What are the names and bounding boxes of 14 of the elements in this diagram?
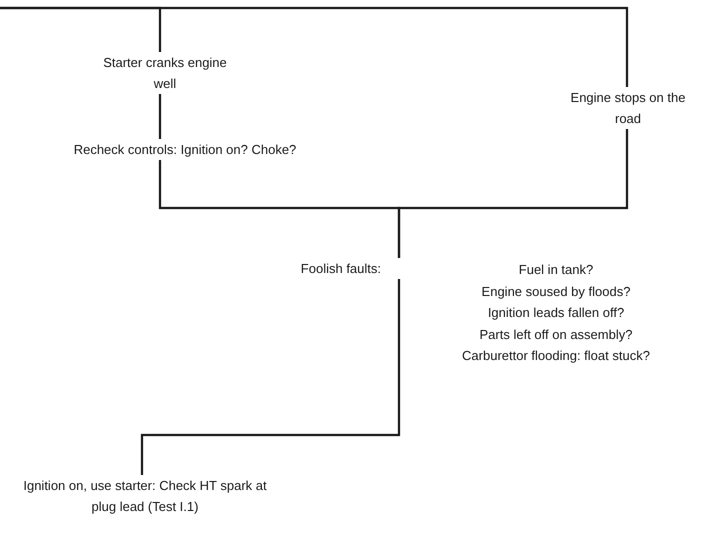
step-text: Starter cranks engine well [102,54,228,93]
fault-question: Ignition leads fallen off? [486,304,626,322]
step-text: Ignition on, use starter: Check HT spark at plug lead (Test I.1) [22,477,268,516]
connector-line [398,129,628,258]
fault-question: Fuel in tank? [518,261,594,279]
step-text: Engine stops on the road [570,89,686,128]
step-text: Foolish faults: [300,260,381,278]
fault-question: Engine soused by floods? [480,282,632,301]
connector-line [158,94,162,139]
step-text: Recheck controls: Ignition on? Choke? [72,141,298,159]
connector-line [0,6,628,87]
fault-question: Parts left off on assembly? [478,326,634,344]
fault-question: Carburettor flooding: float stuck? [461,347,651,365]
connector-line [140,279,400,475]
